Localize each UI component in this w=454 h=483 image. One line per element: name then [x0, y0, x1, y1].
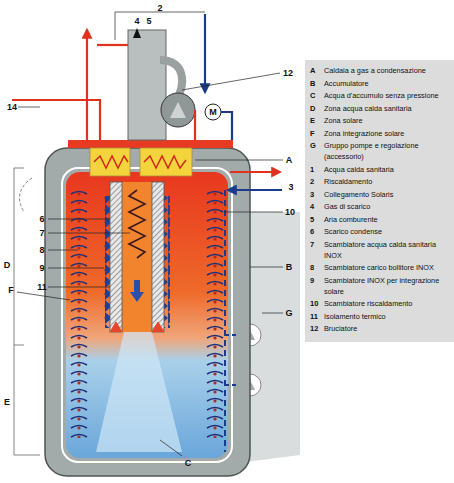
- callout-letter: D: [4, 260, 11, 270]
- callout-letter: A: [286, 155, 293, 165]
- callout-number: 2: [157, 3, 162, 13]
- callout-letter: G: [285, 308, 292, 318]
- key-code: E: [310, 115, 324, 126]
- callout-letter: B: [286, 262, 293, 272]
- key-description: Isolamento termico: [324, 311, 451, 322]
- key-code: 2: [310, 176, 324, 187]
- callout-number: 8: [39, 245, 44, 255]
- key-description: Accumulatore: [324, 78, 451, 89]
- key-description: Scambiatore INOX per integrazione solare: [324, 275, 451, 297]
- key-code: 3: [310, 189, 324, 200]
- callout-letter: E: [4, 397, 10, 407]
- key-description: Scarico condense: [324, 226, 451, 237]
- key-code: D: [310, 103, 324, 114]
- key-code: 12: [310, 323, 324, 334]
- key-code: 4: [310, 201, 324, 212]
- key-description: Aria comburente: [324, 214, 451, 225]
- key-code: 5: [310, 214, 324, 225]
- key-code: 8: [310, 262, 324, 273]
- callout-number: 9: [39, 263, 44, 273]
- key-description: Zona acqua calda sanitaria: [324, 103, 451, 114]
- key-code: F: [310, 128, 324, 139]
- key-code: 10: [310, 298, 324, 309]
- key-code: 6: [310, 226, 324, 237]
- key-description: Zona solare: [324, 115, 451, 126]
- key-description: Gas di scarico: [324, 201, 451, 212]
- key-description: Riscaldamento: [324, 176, 451, 187]
- key-code: C: [310, 90, 324, 101]
- key-code: 11: [310, 311, 324, 322]
- callout-number: 6: [39, 214, 44, 224]
- callout-number: 7: [39, 228, 44, 238]
- key-description: Scambiatore riscaldamento: [324, 298, 451, 309]
- callout-number: 12: [283, 68, 293, 78]
- callout-number: 11: [37, 282, 47, 292]
- key-description: Bruciatore: [324, 323, 451, 334]
- motor-symbol: M: [209, 107, 217, 117]
- callout-number: 5: [146, 16, 151, 26]
- key-code: A: [310, 65, 324, 76]
- key-code: 9: [310, 275, 324, 286]
- key-description: Gruppo pompe e regolazione (accessorio): [324, 140, 451, 162]
- key-description: Acqua d'accumulo senza pressione: [324, 90, 451, 101]
- callout-number: 10: [285, 207, 295, 217]
- key-code: G: [310, 140, 324, 151]
- key-description: Caldaia a gas a condensazione: [324, 65, 451, 76]
- callout-number: 4: [134, 16, 139, 26]
- key-description: Zona integrazione solare: [324, 128, 451, 139]
- key-description: Acqua calda sanitaria: [324, 164, 451, 175]
- key-description: Collegamento Solaris: [324, 189, 451, 200]
- key-description: Scambiatore carico bollitore INOX: [324, 262, 451, 273]
- callout-number: 14: [7, 102, 17, 112]
- key-description: Scambiatore acqua calda sanitaria INOX: [324, 239, 451, 261]
- legend-key-panel: ACaldaia a gas a condensazioneBAccumulat…: [305, 60, 454, 342]
- callout-letter: C: [185, 458, 192, 468]
- callout-letter: F: [8, 285, 14, 295]
- key-code: 7: [310, 239, 324, 250]
- key-code: 1: [310, 164, 324, 175]
- callout-number: 3: [288, 182, 293, 192]
- key-code: B: [310, 78, 324, 89]
